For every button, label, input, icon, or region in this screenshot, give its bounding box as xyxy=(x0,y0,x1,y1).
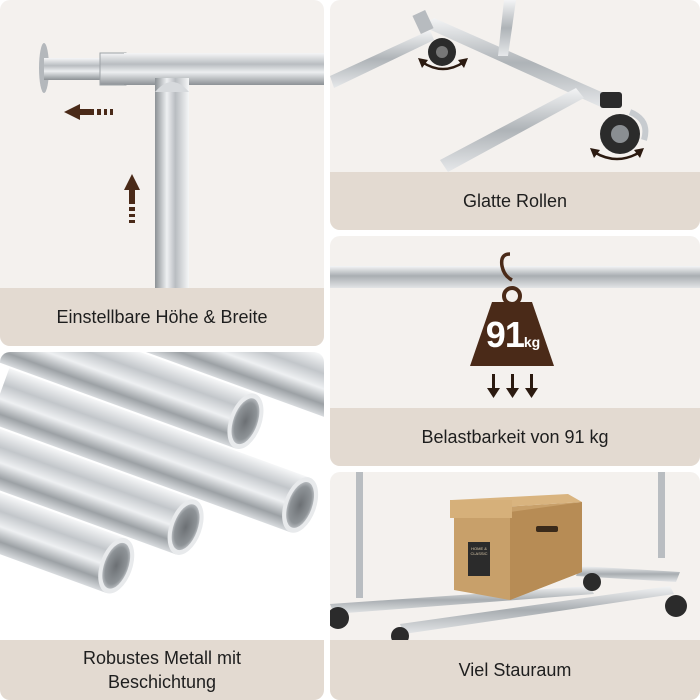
caption-metal-line1: Robustes Metall mit xyxy=(82,647,242,668)
panel-storage: HOME & CLASSIC Viel Stauraum xyxy=(330,472,700,700)
panel-wheels: Glatte Rollen xyxy=(330,0,700,230)
rotate-arrow-icon xyxy=(418,58,468,71)
caption-load: Belastbarkeit von 91 kg xyxy=(330,408,700,466)
rotate-arrow-icon xyxy=(590,148,644,161)
weight-number: 91 xyxy=(485,314,525,355)
arrow-down-icon xyxy=(487,374,538,398)
telescopic-rod-illustration xyxy=(39,43,324,290)
caption-metal: Robustes Metall mit Beschichtung xyxy=(0,640,324,700)
caption-storage: Viel Stauraum xyxy=(330,640,700,700)
box-label: HOME & CLASSIC xyxy=(470,546,488,556)
caption-wheels: Glatte Rollen xyxy=(330,172,700,230)
caption-adjustable: Einstellbare Höhe & Breite xyxy=(0,288,324,346)
weight-icon xyxy=(470,252,554,366)
load-bar-illustration xyxy=(330,266,700,288)
storage-rack-illustration xyxy=(330,472,687,640)
metal-tubes-illustration xyxy=(0,352,324,594)
arrow-left-icon xyxy=(64,104,113,120)
panel-adjustable: Einstellbare Höhe & Breite xyxy=(0,0,324,346)
weight-unit: kg xyxy=(523,334,541,350)
weight-label: 91kg xyxy=(466,314,560,356)
arrow-up-icon xyxy=(124,174,140,223)
panel-metal: Robustes Metall mit Beschichtung xyxy=(0,352,324,700)
panel-load: 91kg Belastbarkeit von 91 kg xyxy=(330,236,700,466)
caption-metal-line2: Beschichtung xyxy=(107,672,217,692)
caster-wheels-illustration xyxy=(330,0,649,172)
